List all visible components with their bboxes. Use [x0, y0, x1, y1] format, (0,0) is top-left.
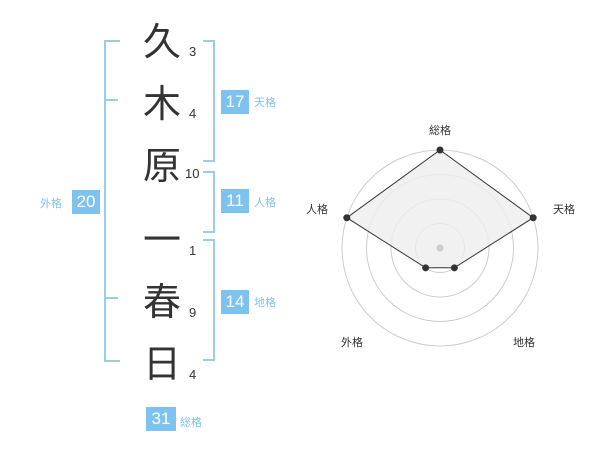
tenkaku-label: 天格: [254, 96, 276, 109]
jinkaku-value: 11: [221, 189, 249, 213]
radar-point-5: [343, 214, 351, 222]
radar-point-4: [422, 264, 430, 272]
stroke-count-2: 4: [189, 106, 197, 121]
radar-axis-label-5: 人格: [306, 202, 328, 216]
radar-points: [343, 146, 537, 272]
stroke-count-3: 10: [185, 166, 200, 181]
tenkaku-value: 17: [221, 90, 249, 114]
tenkaku-bracket: [203, 40, 215, 162]
gaikaku-value: 20: [72, 190, 100, 214]
chikaku-label: 地格: [254, 296, 276, 309]
stroke-count-1: 3: [189, 44, 197, 59]
gaikaku-tick-1: [104, 99, 118, 101]
name-char-6: 日: [142, 342, 181, 386]
radar-axis-label-4: 外格: [341, 335, 363, 349]
stroke-count-4: 1: [189, 243, 197, 258]
stroke-count-6: 4: [189, 367, 197, 382]
name-char-3: 原: [142, 144, 181, 188]
radar-point-1: [436, 146, 444, 154]
jinkaku-bracket: [203, 171, 215, 233]
name-char-1: 久: [142, 20, 181, 64]
radar-axis-label-3: 地格: [513, 335, 535, 349]
chikaku-bracket: [203, 239, 215, 361]
radar-axis-label-1: 総格: [429, 123, 451, 137]
stroke-count-5: 9: [189, 305, 197, 320]
name-char-2: 木: [142, 82, 181, 126]
gaikaku-label: 外格: [40, 197, 62, 210]
radar-point-3: [450, 264, 458, 272]
soukaku-label: 総格: [180, 416, 202, 429]
radar-axis-label-2: 天格: [553, 202, 575, 216]
gaikaku-bracket: [104, 40, 120, 362]
soukaku-value: 31: [146, 407, 176, 431]
name-char-5: 春: [142, 280, 181, 324]
gaikaku-tick-2: [104, 297, 118, 299]
radar-shape: [345, 149, 535, 269]
jinkaku-label: 人格: [254, 196, 276, 209]
name-char-4: 一: [142, 218, 181, 262]
radar-center: [436, 244, 444, 252]
chikaku-value: 14: [221, 290, 249, 314]
radar-point-2: [529, 214, 537, 222]
